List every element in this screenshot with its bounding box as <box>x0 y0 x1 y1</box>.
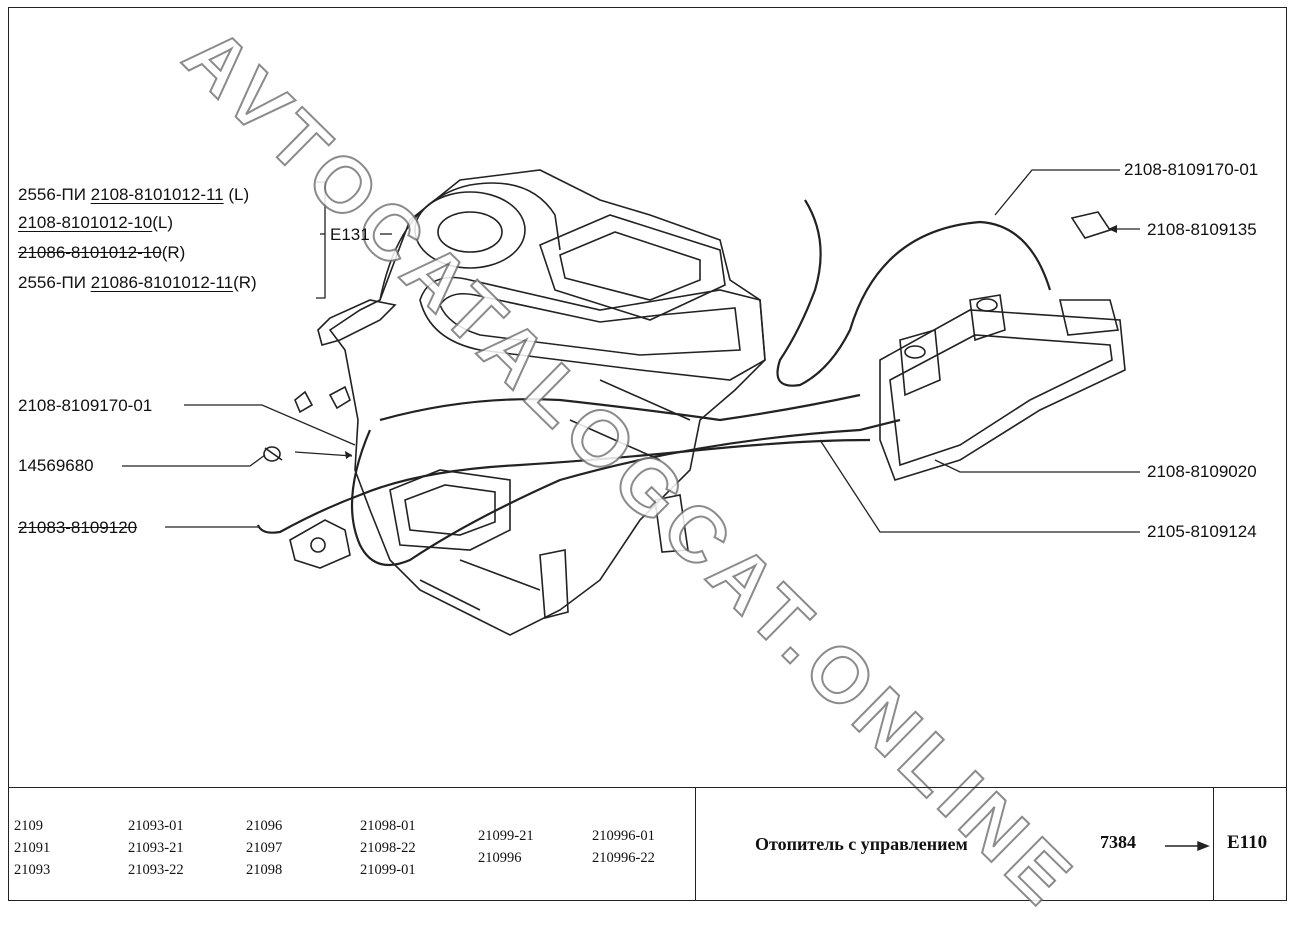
model-code: 21093-21 <box>128 840 184 856</box>
part-label-2: 2108-8101012-10(L) <box>18 213 173 233</box>
model-code: 21097 <box>246 840 283 856</box>
tap-label: 21083-8109120 <box>18 518 138 537</box>
part-4-number: 21086-8101012-11 <box>90 273 234 292</box>
model-code: 21098-01 <box>360 818 416 834</box>
footer-divider-2 <box>1213 787 1214 901</box>
part-1-number: 2108-8101012-11 <box>90 185 224 204</box>
models-col-1: 2109 21091 21093 <box>14 815 50 881</box>
part-2-side: (L) <box>152 213 174 232</box>
part-1-prefix: 2556-ПИ <box>18 185 86 204</box>
drawing-frame <box>8 7 1287 901</box>
bracket-label: 2108-8109135 <box>1147 220 1257 239</box>
part-4-side: (R) <box>233 273 257 292</box>
part-3-side: (R) <box>161 243 186 262</box>
model-code: 21091 <box>14 840 51 856</box>
clip-label: 14569680 <box>18 456 94 475</box>
cable-right-label: 2105-8109124 <box>1147 522 1257 541</box>
models-col-5: 21099-21 210996 <box>478 825 534 869</box>
footer-table <box>8 787 1287 902</box>
part-4-prefix: 2556-ПИ <box>18 273 86 292</box>
model-code: 21096 <box>246 818 283 834</box>
page-code: E110 <box>1227 832 1268 853</box>
part-label-3: 21086-8101012-10(R) <box>18 243 185 263</box>
part-1-side: (L) <box>228 185 250 204</box>
control-unit-label: 2108-8109020 <box>1147 462 1257 481</box>
cable-left-label: 2108-8109170-01 <box>18 396 153 415</box>
models-col-4: 21098-01 21098-22 21099-01 <box>360 815 416 881</box>
drawing-title: Отопитель с управлением <box>755 834 968 854</box>
model-code: 21098-22 <box>360 840 416 856</box>
cable-top-label: 2108-8109170-01 <box>1124 160 1259 179</box>
model-code: 210996 <box>478 850 522 866</box>
model-code: 21099-01 <box>360 862 416 878</box>
part-label-4: 2556-ПИ 21086-8101012-11(R) <box>18 273 257 293</box>
models-col-2: 21093-01 21093-21 21093-22 <box>128 815 184 881</box>
drawing-code: 7384 <box>1100 832 1136 852</box>
footer-divider-1 <box>695 787 696 901</box>
model-code: 2109 <box>14 818 43 834</box>
part-label-1: 2556-ПИ 2108-8101012-11 (L) <box>18 185 249 205</box>
model-code: 210996-22 <box>592 850 655 866</box>
model-code: 21093 <box>14 862 51 878</box>
models-col-6: 210996-01 210996-22 <box>592 825 655 869</box>
model-code: 210996-01 <box>592 828 655 844</box>
model-code: 21098 <box>246 862 283 878</box>
model-code: 21093-01 <box>128 818 184 834</box>
model-code: 21099-21 <box>478 828 534 844</box>
model-code: 21093-22 <box>128 862 184 878</box>
part-2-number: 2108-8101012-10 <box>18 213 153 232</box>
part-3-number: 21086-8101012-10 <box>18 243 162 262</box>
group-ref-label: E131 <box>330 225 370 244</box>
models-col-3: 21096 21097 21098 <box>246 815 282 881</box>
